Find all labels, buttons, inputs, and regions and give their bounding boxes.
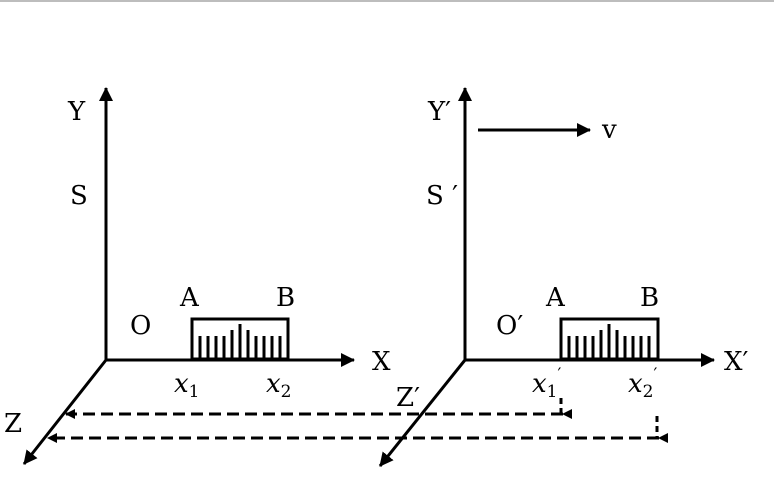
sp-x2-label: x2′ (628, 365, 658, 402)
distance-markers (47, 398, 668, 443)
sp-y-axis-label: Y′ (427, 97, 451, 127)
s-x1-label: x1 (174, 369, 200, 402)
sp-x-axis-label: X′ (724, 347, 749, 377)
s-y-axis-label: Y (67, 97, 86, 127)
sp-origin-label: O′ (496, 311, 523, 341)
sp-z-axis-label: Z′ (396, 383, 420, 413)
s-x2-label: x2 (266, 369, 292, 402)
sp-x1-label: x1′ (532, 365, 562, 402)
frame-s: Y X Z S O A B (4, 87, 391, 465)
s-rod-ticks (198, 324, 282, 358)
sp-rod (559, 317, 660, 361)
s-rod-end-a-label: A (179, 283, 200, 313)
s-origin-label: O (130, 311, 151, 341)
sp-rod-end-a-label: A (545, 283, 566, 313)
s-x-axis-label: X (372, 347, 391, 377)
sp-frame-name: S ′ (426, 181, 458, 211)
sp-rod-end-b-label: B (640, 283, 659, 313)
s-z-axis-line (22, 359, 108, 465)
top-border (0, 0, 774, 2)
s-frame-name: S (70, 181, 88, 211)
s-z-axis-label: Z (4, 409, 22, 439)
sp-rod-ticks (567, 324, 651, 358)
frame-s-prime: Y′ X′ Z′ S ′ O′ v A B (378, 87, 749, 467)
s-rod-end-b-label: B (276, 283, 295, 313)
velocity-label: v (601, 115, 617, 145)
s-rod (190, 317, 290, 361)
